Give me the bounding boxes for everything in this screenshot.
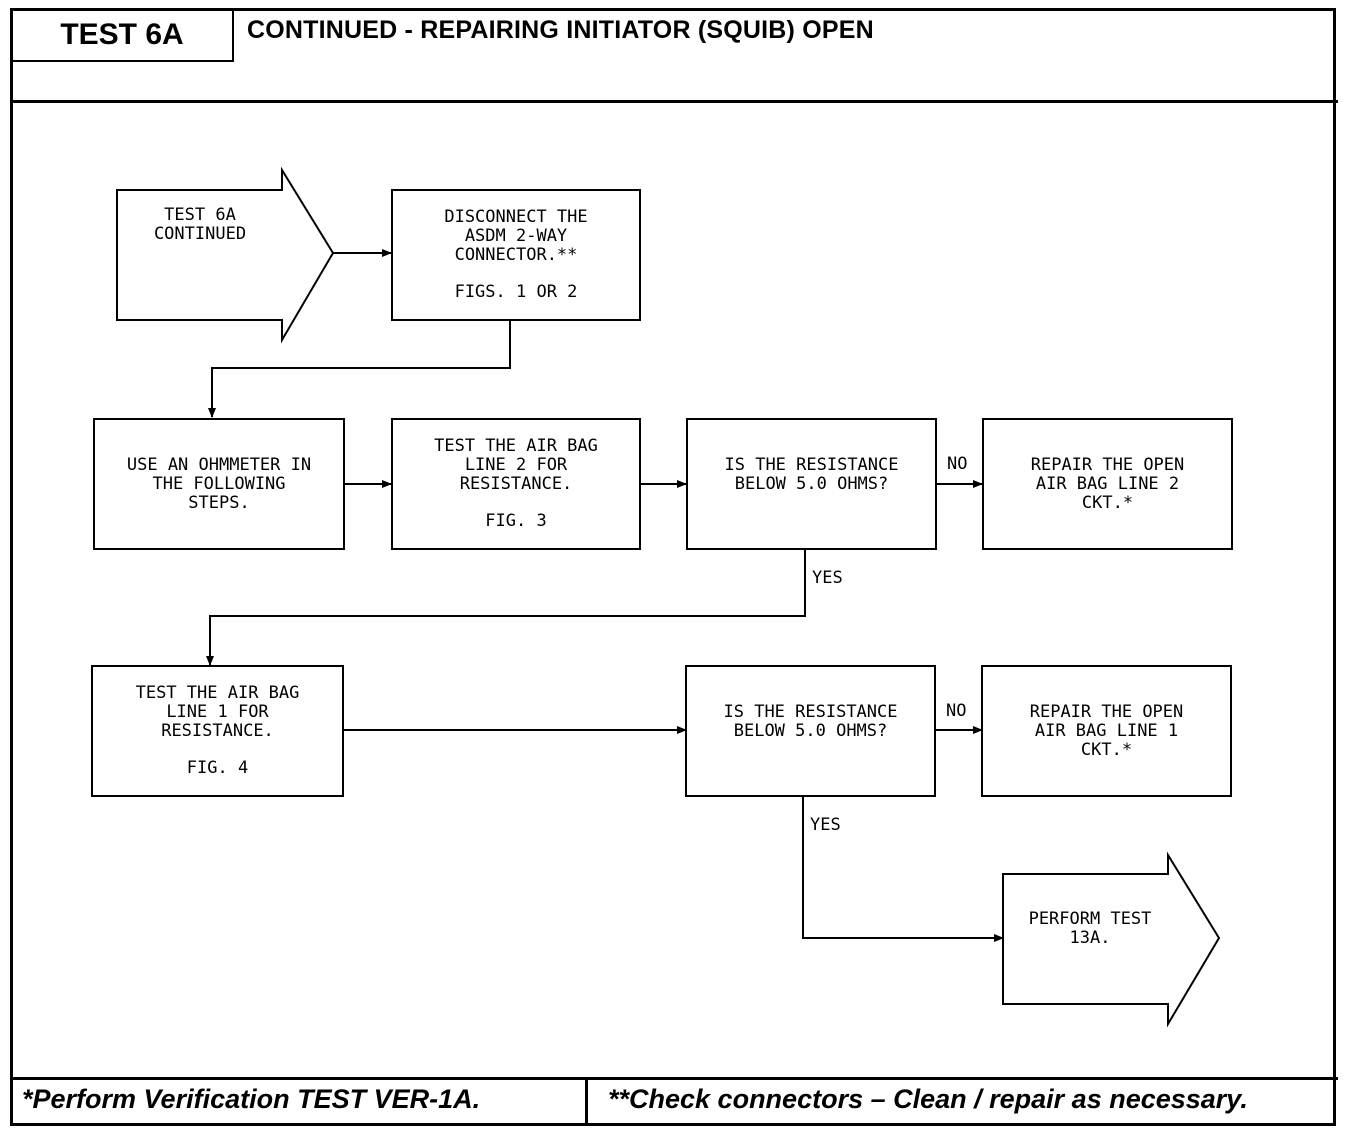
start-line2: CONTINUED xyxy=(153,224,247,244)
decision2-yes-label: YES xyxy=(810,815,841,835)
repair2-line2: AIR BAG LINE 2 xyxy=(1035,474,1180,494)
disconnect-line3: CONNECTOR.** xyxy=(454,245,578,265)
perform-line2: 13A. xyxy=(1069,928,1111,948)
repair1-line1: REPAIR THE OPEN xyxy=(1029,702,1184,722)
testline2-line2: LINE 2 FOR xyxy=(464,455,568,475)
decision1-line1: IS THE RESISTANCE xyxy=(724,455,899,475)
connector-decision1-yes xyxy=(206,549,806,666)
connector-disconnect-ohmmeter xyxy=(208,320,511,418)
repair1-line3: CKT.* xyxy=(1080,740,1133,760)
testline2-line3: RESISTANCE. xyxy=(459,474,573,494)
footer-column-divider xyxy=(585,1077,588,1126)
decision-resistance-line2: IS THE RESISTANCE BELOW 5.0 OHMS? xyxy=(686,418,937,550)
connector-decision2-yes xyxy=(802,796,1004,942)
testline2-line1: TEST THE AIR BAG xyxy=(434,436,598,456)
testline1-line2: LINE 1 FOR xyxy=(166,702,269,722)
step-repair-line2: REPAIR THE OPEN AIR BAG LINE 2 CKT.* xyxy=(982,418,1233,550)
decision-resistance-line1: IS THE RESISTANCE BELOW 5.0 OHMS? xyxy=(685,665,936,797)
ohmmeter-line3: STEPS. xyxy=(188,492,250,513)
ohmmeter-line2: THE FOLLOWING xyxy=(152,473,286,494)
decision1-yes-label: YES xyxy=(812,568,843,588)
footnote-verification: *Perform Verification TEST VER-1A. xyxy=(22,1084,481,1114)
page-title: CONTINUED - REPAIRING INITIATOR (SQUIB) … xyxy=(247,16,874,44)
decision1-line2: BELOW 5.0 OHMS? xyxy=(734,474,889,494)
repair2-line3: CKT.* xyxy=(1081,493,1134,513)
step-repair-line1: REPAIR THE OPEN AIR BAG LINE 1 CKT.* xyxy=(981,665,1232,797)
title-divider xyxy=(12,100,1338,103)
start-line1: TEST 6A xyxy=(164,205,236,225)
test-id-badge: TEST 6A xyxy=(12,10,234,62)
start-label: TEST 6A CONTINUED xyxy=(130,206,270,244)
step-disconnect-connector: DISCONNECT THE ASDM 2-WAY CONNECTOR.** F… xyxy=(391,189,641,321)
decision1-no-label: NO xyxy=(947,454,968,474)
ohmmeter-line1: USE AN OHMMETER IN xyxy=(126,454,312,475)
decision2-line1: IS THE RESISTANCE xyxy=(723,702,898,722)
repair1-line2: AIR BAG LINE 1 xyxy=(1034,721,1179,741)
start-arrow-shape xyxy=(116,166,335,344)
repair2-line1: REPAIR THE OPEN xyxy=(1030,455,1185,475)
testline2-fig-ref: FIG. 3 xyxy=(485,511,547,531)
testline1-fig-ref: FIG. 4 xyxy=(186,758,249,778)
testline1-line1: TEST THE AIR BAG xyxy=(135,683,300,703)
testline1-line3: RESISTANCE. xyxy=(161,721,274,741)
decision2-line2: BELOW 5.0 OHMS? xyxy=(733,721,888,741)
step-use-ohmmeter: USE AN OHMMETER IN THE FOLLOWING STEPS. xyxy=(93,418,345,550)
decision2-no-label: NO xyxy=(946,701,967,721)
step-test-line2: TEST THE AIR BAG LINE 2 FOR RESISTANCE. … xyxy=(391,418,641,550)
perform-label: PERFORM TEST 13A. xyxy=(1020,910,1160,948)
step-test-line1: TEST THE AIR BAG LINE 1 FOR RESISTANCE. … xyxy=(91,665,344,797)
perform-arrow-shape xyxy=(1002,851,1221,1028)
disconnect-line2: ASDM 2-WAY xyxy=(464,226,568,246)
footer-divider xyxy=(12,1077,1338,1080)
disconnect-line1: DISCONNECT THE xyxy=(444,207,588,227)
footnote-connectors: **Check connectors – Clean / repair as n… xyxy=(608,1084,1248,1114)
perform-line1: PERFORM TEST xyxy=(1028,909,1152,929)
disconnect-fig-ref: FIGS. 1 OR 2 xyxy=(454,282,578,302)
